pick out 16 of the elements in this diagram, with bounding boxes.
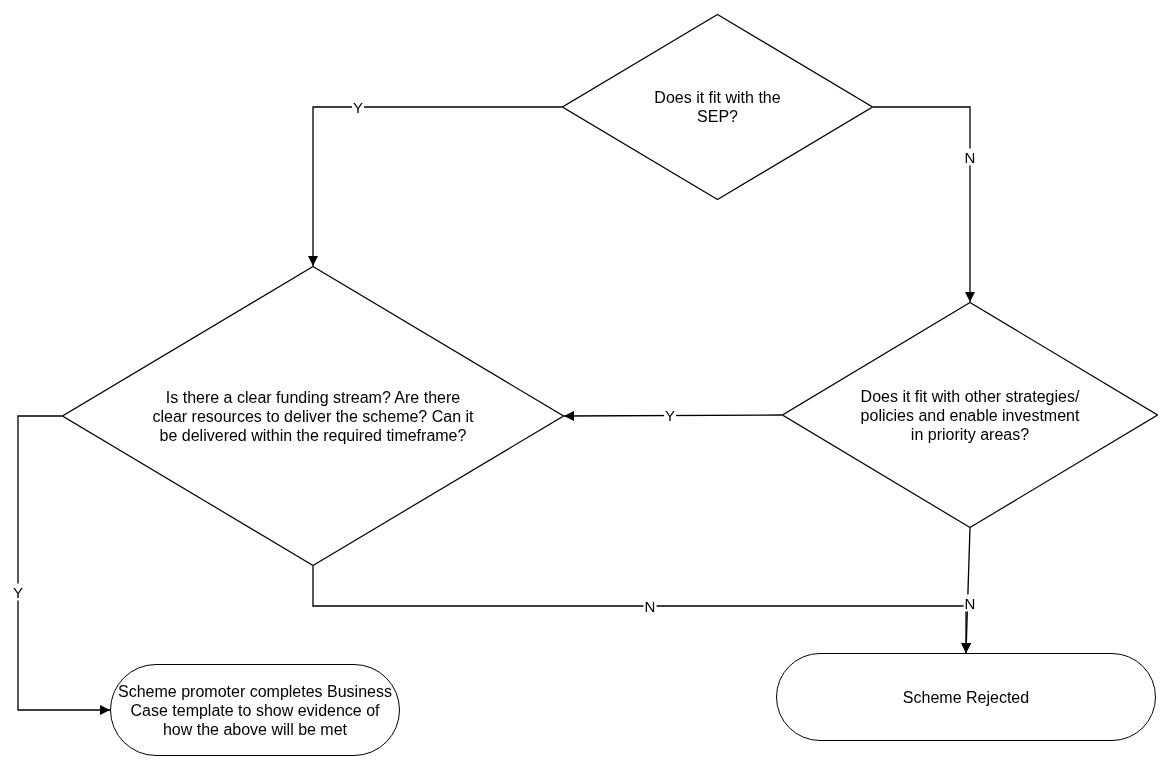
decision-diamond	[562, 14, 873, 200]
arrow	[17, 415, 111, 715]
node-text: Does it fit with the SEP?	[653, 88, 782, 126]
arrow	[308, 106, 563, 267]
node-text: Scheme Rejected	[902, 687, 1030, 707]
edge-label: Y	[12, 583, 24, 601]
arrow	[961, 527, 972, 654]
node-text: Is there a clear funding stream? Are there clear resources to deliver the scheme? Can it be delivered within the required timeframe?	[151, 387, 475, 445]
decision-diamond	[782, 302, 1158, 528]
node-text: Does it fit with other strategies/ policies and enable investment in priority areas?	[859, 386, 1081, 444]
node-text: Scheme promoter completes Business Case template to show evidence of how the above will be met	[117, 681, 393, 739]
arrow	[872, 106, 975, 303]
edge-label: N	[963, 148, 977, 166]
arrow	[563, 410, 783, 421]
edge-label: N	[963, 594, 977, 612]
decision-diamond	[62, 266, 564, 566]
